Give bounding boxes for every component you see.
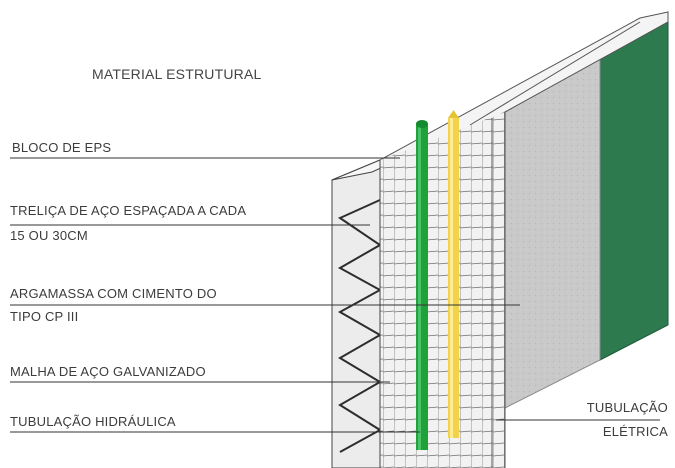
steel-mesh xyxy=(379,112,506,468)
label-hydraulic-pipe: TUBULAÇÃO HIDRÁULICA xyxy=(10,414,176,429)
finish-layer xyxy=(599,11,669,361)
mortar-layer xyxy=(504,57,601,409)
label-mortar: ARGAMASSA COM CIMENTO DO xyxy=(10,286,217,301)
label-steel-truss: TRELIÇA DE AÇO ESPAÇADA A CADA xyxy=(10,203,247,218)
electrical-pipe xyxy=(448,110,459,438)
diagram-title: MATERIAL ESTRUTURAL xyxy=(92,66,262,82)
label-electrical-pipe: TUBULAÇÃO xyxy=(586,400,668,415)
hydraulic-pipe xyxy=(416,120,428,450)
leader-lines xyxy=(10,157,660,433)
label-steel-truss-spacing: 15 OU 30CM xyxy=(10,228,88,243)
steel-truss xyxy=(337,199,383,453)
label-eps-block: BLOCO DE EPS xyxy=(12,140,112,155)
label-mortar-type: TIPO CP III xyxy=(10,309,79,324)
label-galvanized-mesh: MALHA DE AÇO GALVANIZADO xyxy=(10,364,206,379)
label-electrical-pipe-2: ELÉTRICA xyxy=(602,424,668,439)
